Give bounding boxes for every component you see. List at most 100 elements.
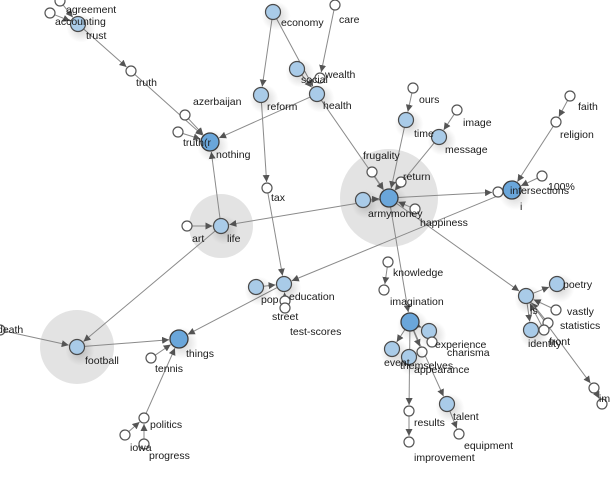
node-poetry[interactable] (548, 275, 566, 293)
node-appearance[interactable] (400, 348, 418, 366)
node-label-life: life (227, 233, 241, 245)
node-identity[interactable] (522, 321, 540, 339)
node-talent[interactable] (438, 395, 456, 413)
node-100pct[interactable] (536, 170, 548, 182)
node-equipment[interactable] (453, 428, 465, 440)
node-is[interactable] (517, 287, 535, 305)
node-label-is: is (530, 305, 538, 317)
node-label-accounting: accounting (55, 16, 106, 28)
node-label-truthr: truth(r (183, 137, 212, 149)
node-event[interactable] (383, 340, 401, 358)
edge-iowa-to-politics (128, 421, 140, 433)
edge-health-to-nothing (218, 96, 311, 139)
node-iowa[interactable] (119, 429, 131, 441)
node-happiness[interactable] (409, 203, 421, 215)
node-truthr[interactable] (172, 126, 184, 138)
node-social[interactable] (288, 60, 306, 78)
node-im[interactable] (588, 382, 600, 394)
node-label-politics: politics (150, 419, 182, 431)
node-label-results: results (414, 417, 445, 429)
node-care[interactable] (329, 0, 341, 11)
node-return[interactable] (395, 176, 407, 188)
node-charisma[interactable] (426, 336, 438, 348)
node-label-front: front (549, 336, 570, 348)
node-label-frugality: frugality (363, 150, 401, 162)
node-truth[interactable] (125, 65, 137, 77)
node-improvement[interactable] (403, 436, 415, 448)
node-tennis[interactable] (145, 352, 157, 364)
node-death[interactable] (0, 324, 6, 336)
node-progress[interactable] (138, 438, 150, 450)
node-label-im: im (599, 393, 610, 405)
node-imagination[interactable] (400, 312, 420, 332)
node-results[interactable] (403, 405, 415, 417)
node-experience[interactable] (420, 322, 438, 340)
node-label-return: return (403, 171, 431, 183)
node-testscores[interactable] (279, 302, 291, 314)
node-m2[interactable] (596, 398, 608, 410)
edge-money-to-intersections (397, 189, 493, 199)
edge-religion-to-i (517, 125, 554, 182)
node-agreement[interactable] (54, 0, 66, 7)
node-religion[interactable] (550, 116, 562, 128)
node-nothing[interactable] (200, 132, 220, 152)
node-label-tax: tax (271, 192, 286, 204)
node-life[interactable] (212, 217, 230, 235)
node-label-vastly: vastly (567, 306, 595, 318)
node-label-army: army (368, 208, 392, 220)
node-label-statistics: statistics (560, 320, 600, 332)
node-label-football: football (85, 355, 119, 367)
node-tax[interactable] (261, 182, 273, 194)
node-label-progress: progress (149, 450, 190, 462)
edge-i-to-education (291, 192, 504, 282)
node-azerbaijan[interactable] (179, 109, 191, 121)
edge-truth-to-nothing (134, 73, 203, 136)
node-faith[interactable] (564, 90, 576, 102)
node-ours[interactable] (407, 82, 419, 94)
node-kn2[interactable] (378, 284, 390, 296)
node-label-happiness: happiness (420, 217, 468, 229)
node-army[interactable] (354, 191, 372, 209)
node-image[interactable] (451, 104, 463, 116)
node-time[interactable] (397, 111, 415, 129)
node-label-wealth: wealth (324, 69, 356, 81)
node-reform[interactable] (252, 86, 270, 104)
edge-economy-to-reform (259, 19, 273, 87)
node-label-appearance: appearance (414, 364, 470, 376)
node-politics[interactable] (138, 412, 150, 424)
edge-money-to-imagination (390, 206, 411, 313)
edge-faith-to-religion (558, 100, 569, 117)
node-label-pop: pop (261, 294, 279, 306)
node-health[interactable] (308, 85, 326, 103)
node-economy[interactable] (264, 3, 282, 21)
node-art[interactable] (181, 220, 193, 232)
node-knowledge[interactable] (382, 256, 394, 268)
node-education[interactable] (275, 275, 293, 293)
node-label-100pct: 100% (548, 181, 575, 193)
node-message[interactable] (430, 128, 448, 146)
node-pop[interactable] (247, 278, 265, 296)
node-label-art: art (192, 233, 204, 245)
node-label-care: care (339, 14, 360, 26)
node-layer (0, 0, 608, 450)
node-i[interactable] (502, 180, 522, 200)
node-things[interactable] (169, 329, 189, 349)
node-label-truth: truth (136, 77, 157, 89)
node-label-event: event (384, 357, 410, 369)
node-front[interactable] (538, 324, 550, 336)
node-vastly[interactable] (550, 304, 562, 316)
node-label-faith: faith (578, 101, 598, 113)
node-wealth[interactable] (314, 72, 326, 84)
edge-football-to-things (84, 336, 170, 347)
node-label-experience: experience (435, 339, 487, 351)
node-label-money: money (391, 208, 423, 220)
node-frugality[interactable] (366, 166, 378, 178)
edge-money-to-is (396, 202, 520, 292)
node-label-knowledge: knowledge (393, 267, 443, 279)
node-football[interactable] (68, 338, 86, 356)
node-trust[interactable] (69, 15, 87, 33)
node-money[interactable] (379, 188, 399, 208)
node-accounting[interactable] (44, 7, 56, 19)
